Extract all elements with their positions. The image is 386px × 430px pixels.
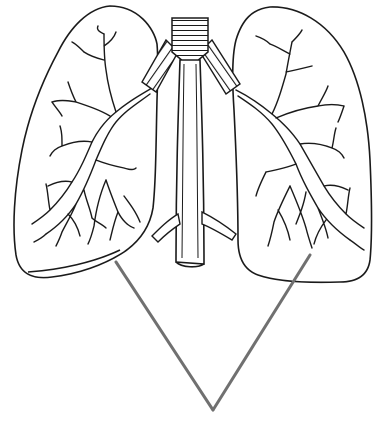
trachea: [172, 18, 208, 62]
central-vessel: [176, 60, 204, 267]
pointer-line-left: [116, 262, 213, 410]
pointer-line-right: [213, 255, 310, 410]
